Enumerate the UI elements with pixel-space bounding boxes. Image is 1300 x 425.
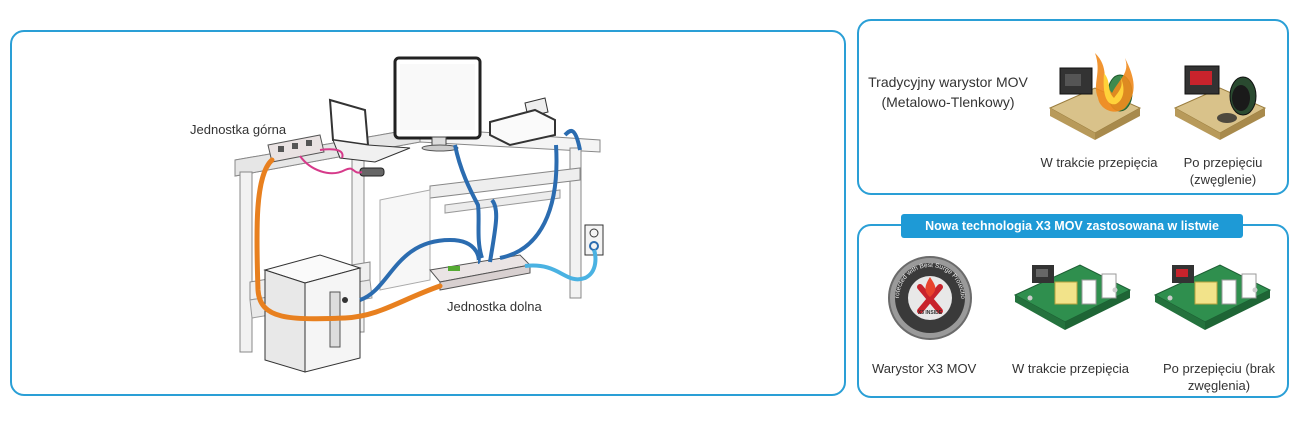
lower-unit-label: Jednostka dolna	[447, 299, 542, 314]
phone-icon	[359, 167, 385, 177]
pink-cable	[299, 155, 363, 175]
x3-technology-banner: Nowa technologia X3 MOV zastosowana w li…	[901, 214, 1243, 238]
x3-board-after-surge-image	[1153, 264, 1272, 330]
wall-socket-icon	[584, 224, 604, 256]
x3-badge-logo-text: X3 INSIDE	[918, 310, 943, 316]
blue-cable	[499, 144, 559, 260]
printer-icon	[489, 97, 556, 147]
desk-installation-illustration	[234, 56, 604, 373]
traditional-mov-title: Tradycyjny warystor MOV (Metalowo-Tlenko…	[868, 74, 1028, 110]
x3-inside-badge-icon: X3 INSIDE Protected with Best Surge Prot…	[887, 255, 972, 340]
traditional-during-surge-label: W trakcie przepięcia	[1040, 155, 1158, 170]
upper-unit-icon	[267, 134, 325, 163]
monitor-icon	[393, 56, 482, 152]
traditional-after-surge-label: Po przepięciu (zwęglenie)	[1183, 155, 1263, 187]
lower-unit-icon	[429, 254, 532, 291]
blue-cable	[563, 128, 582, 151]
desk-leg	[239, 171, 253, 353]
x3-board-during-surge-image	[1013, 264, 1132, 330]
x3-during-surge-label: W trakcie przepięcia	[1012, 361, 1130, 376]
x3-after-surge-label: Po przepięciu (brak zwęglenia)	[1163, 361, 1275, 393]
desk-leg	[569, 147, 582, 299]
blue-cable	[453, 144, 484, 259]
blue-cable	[488, 198, 499, 263]
x3-badge-label: Warystor X3 MOV	[872, 361, 977, 376]
upper-unit-label: Jednostka górna	[190, 122, 287, 137]
light-blue-cable	[524, 249, 598, 282]
laptop-icon	[328, 98, 411, 163]
blue-cable	[359, 237, 481, 302]
burning-mov-board-image	[1048, 53, 1142, 140]
charred-mov-board-image	[1173, 65, 1267, 140]
orange-cable	[254, 157, 443, 322]
